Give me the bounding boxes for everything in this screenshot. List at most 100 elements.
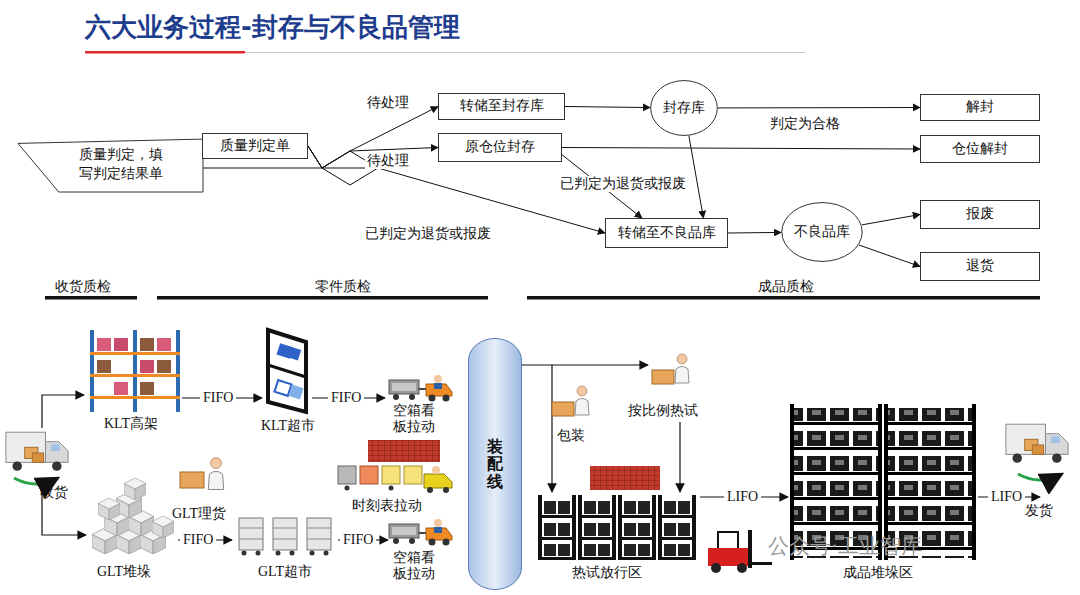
figure-label: FIFO xyxy=(328,390,364,406)
edge-label: 待处理 xyxy=(365,153,411,169)
glt-stack xyxy=(152,516,174,538)
ellipse-outline xyxy=(782,203,862,262)
klt-high-rack xyxy=(140,338,154,351)
figure-label: 空箱看板拉动 xyxy=(393,550,441,582)
flow-arrow xyxy=(522,364,648,365)
klt-high-rack xyxy=(157,360,171,373)
klt-high-rack xyxy=(140,360,154,373)
receiving-truck xyxy=(14,478,58,484)
worker-icon xyxy=(652,370,674,384)
schedule-train xyxy=(338,466,356,484)
klt-supermarket xyxy=(268,365,306,377)
title-underline xyxy=(245,52,805,53)
node-text: 质量判定，填写判定结果单 xyxy=(75,146,167,184)
figure-label: 热试放行区 xyxy=(572,565,642,581)
receiving-truck xyxy=(6,432,68,471)
figure-label: 包装 xyxy=(557,428,585,444)
manual-input-outline xyxy=(18,138,203,192)
schedule-train xyxy=(424,474,452,488)
klt-high-rack xyxy=(157,338,171,351)
figure-label: 成品质检 xyxy=(758,279,814,295)
shipping-truck xyxy=(1018,474,1062,480)
title-underline xyxy=(85,51,805,54)
klt-high-rack xyxy=(140,382,154,395)
tugger-train xyxy=(389,519,452,546)
klt-high-rack xyxy=(114,382,128,395)
forklift xyxy=(708,530,772,573)
cylinder-outline xyxy=(469,339,522,590)
node-text: 质量判定单 xyxy=(220,137,290,156)
figure-label: 发货 xyxy=(1025,503,1053,519)
node-text: 不良品库 xyxy=(794,223,850,242)
worker-icon xyxy=(180,472,204,488)
flow-connector xyxy=(728,232,781,234)
worker-icon xyxy=(575,386,589,415)
hot-test-rack xyxy=(658,495,696,560)
figure-label: KLT高架 xyxy=(104,416,158,432)
figure-label: 按比例热试 xyxy=(628,403,698,419)
edge-label: 待处理 xyxy=(365,95,411,111)
storage-ellipse: 不良品库 xyxy=(781,202,863,262)
watermark: 公众号·工业智库 xyxy=(768,534,922,558)
hot-test-rack xyxy=(578,495,616,560)
klt-high-rack xyxy=(114,338,128,351)
forklift xyxy=(752,562,772,565)
klt-high-rack xyxy=(90,374,180,377)
figure-label: FIFO xyxy=(340,532,376,548)
klt-high-rack xyxy=(90,352,180,355)
section-bar xyxy=(45,296,137,300)
node-text: 转储至封存库 xyxy=(460,97,544,116)
figure-label: 时刻表拉动 xyxy=(352,498,422,514)
glt-stack xyxy=(92,478,174,554)
schedule-train xyxy=(427,487,433,493)
process-box: 原仓位封存 xyxy=(438,133,562,162)
schedule-train xyxy=(360,466,378,484)
section-bar xyxy=(157,296,488,300)
node-text: 原仓位封存 xyxy=(465,138,535,157)
process-box: 转储至封存库 xyxy=(438,93,565,120)
figure-label: FIFO xyxy=(200,390,236,406)
schedule-board xyxy=(368,440,440,462)
forklift xyxy=(737,563,747,573)
edge-label: 已判定为退货或报废 xyxy=(558,176,688,192)
node-text: 封存库 xyxy=(663,99,705,118)
edge-label: 判定为合格 xyxy=(768,116,842,132)
figure-label: GLT堆垛 xyxy=(97,564,151,580)
schedule-train xyxy=(443,487,449,493)
flow-connector xyxy=(862,215,920,225)
page-title: 六大业务过程-封存与不良品管理 xyxy=(85,10,460,45)
hot-test-rack xyxy=(538,495,576,560)
worker-icon xyxy=(552,402,574,416)
forklift xyxy=(711,563,721,573)
ellipse-outline xyxy=(651,81,718,136)
node-text: 转储至不良品库 xyxy=(618,224,716,243)
assembly-line: 装配线 xyxy=(468,338,522,590)
schedule-train xyxy=(382,466,400,484)
forklift xyxy=(718,532,738,548)
figure-label: LIFO xyxy=(724,489,761,505)
figure-label: 零件质检 xyxy=(315,279,371,295)
schedule-board xyxy=(590,466,660,490)
klt-supermarket xyxy=(286,346,301,360)
figure-label: GLT超市 xyxy=(258,564,312,580)
flow-arrow xyxy=(42,395,84,428)
result-box: 解封 xyxy=(920,94,1040,121)
forklift xyxy=(748,530,752,568)
storage-ellipse: 封存库 xyxy=(650,80,718,136)
flow-connector xyxy=(689,136,704,218)
document-box: 质量判定单 xyxy=(202,133,308,159)
klt-high-rack xyxy=(97,338,111,351)
figure-label: 收货 xyxy=(40,485,68,501)
klt-high-rack xyxy=(133,330,137,412)
figure-label: 收货质检 xyxy=(55,279,111,295)
hot-test-rack xyxy=(538,495,696,560)
figure-label: GLT理货 xyxy=(172,506,226,522)
flow-arrow xyxy=(551,365,552,492)
shipping-truck xyxy=(1006,424,1068,480)
schedule-train xyxy=(389,486,394,491)
klt-supermarket xyxy=(274,380,291,396)
figure-label: FIFO xyxy=(180,532,216,548)
manual-input-outline xyxy=(18,139,203,192)
